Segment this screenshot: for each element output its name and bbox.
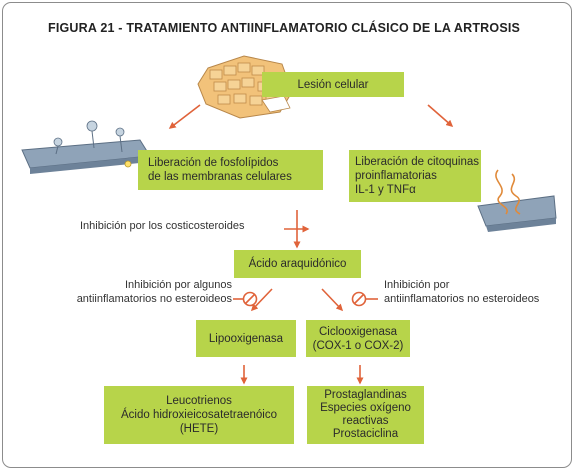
lipooxigenasa-box: Lipooxigenasa	[196, 320, 296, 357]
leucotrienos-line-3: (HETE)	[179, 423, 219, 435]
citoquinas-line-1: Liberación de citoquinas	[355, 156, 480, 168]
lesion-celular-label: Lesión celular	[297, 78, 369, 91]
prostaglandinas-box: Prostaglandinas Especies oxígeno reactiv…	[307, 386, 424, 444]
figure-title: FIGURA 21 - TRATAMIENTO ANTIINFLAMATORIO…	[48, 21, 521, 35]
ciclooxigenasa-line-2: (COX-1 o COX-2)	[312, 339, 404, 352]
algunos-aine-note: Inhibición por algunos antiinflamatorios…	[76, 279, 232, 305]
leucotrienos-line-2: Ácido hidroxieicosatetraenóico	[121, 409, 277, 421]
figure-frame	[2, 2, 572, 468]
citoquinas-line-3: IL-1 y TNFα	[355, 184, 416, 196]
citoquinas-line-2: proinflamatorias	[355, 170, 437, 182]
leucotrienos-box: Leucotrienos Ácido hidroxieicosatetraenó…	[104, 386, 294, 444]
prostaglandinas-line-2: Especies oxígeno	[320, 402, 411, 414]
aine-note: Inhibición por antiinflamatorios no este…	[384, 279, 540, 305]
prostaglandinas-line-3: reactivas	[342, 415, 389, 427]
lipooxigenasa-label: Lipooxigenasa	[208, 332, 284, 345]
lesion-celular-box: Lesión celular	[262, 72, 404, 97]
fosfolipidos-line-2: de las membranas celulares	[148, 171, 292, 183]
corticosteroides-note: Inhibición por los costicosteroides	[80, 220, 245, 232]
acido-araquidonico-label: Ácido araquidónico	[248, 258, 347, 270]
ciclooxigenasa-line-1: Ciclooxigenasa	[319, 325, 397, 338]
prostaglandinas-line-1: Prostaglandinas	[324, 389, 407, 401]
acido-araquidonico-box: Ácido araquidónico	[234, 250, 361, 278]
prostaglandinas-line-4: Prostaciclina	[332, 428, 399, 440]
leucotrienos-line-1: Leucotrienos	[166, 395, 232, 407]
citoquinas-box: Liberación de citoquinas proinflamatoria…	[349, 150, 481, 202]
ciclooxigenasa-box: Ciclooxigenasa (COX-1 o COX-2)	[306, 320, 410, 357]
fosfolipidos-line-1: Liberación de fosfolípidos	[148, 157, 279, 169]
fosfolipidos-box: Liberación de fosfolípidos de las membra…	[138, 150, 323, 190]
